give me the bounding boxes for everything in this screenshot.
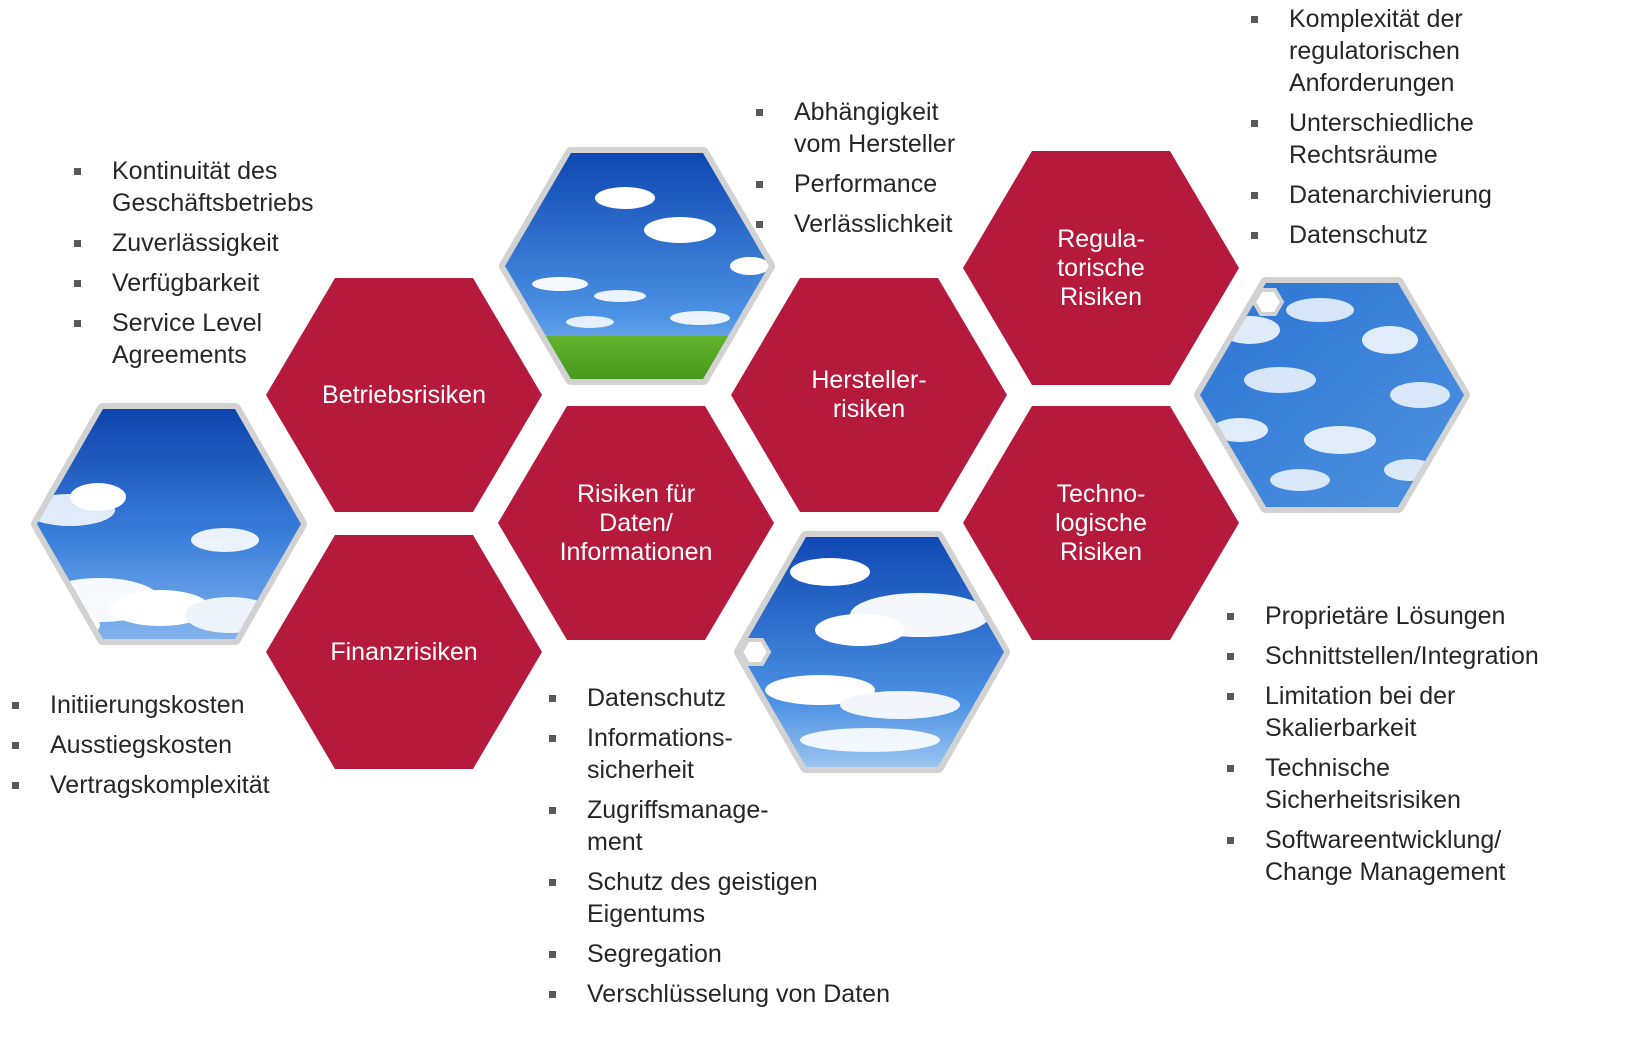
- list-item: Ausstiegskosten: [4, 729, 304, 761]
- list-item: Datenarchivierung: [1243, 179, 1543, 211]
- list-item: Komplexität der regulatorischen Anforder…: [1243, 3, 1543, 99]
- list-herstellerrisiken: Abhängigkeit vom Hersteller Performance …: [748, 96, 1008, 248]
- list-item: Performance: [748, 168, 1008, 200]
- hexagon-label-technologisch: Techno- logische Risiken: [1055, 479, 1147, 566]
- hexagon-label-finanzrisiken: Finanzrisiken: [330, 637, 478, 666]
- list-item: Schnittstellen/Integration: [1219, 640, 1629, 672]
- list-finanzrisiken: Initiierungskosten Ausstiegskosten Vertr…: [4, 689, 304, 809]
- list-item: Vertragskomplexität: [4, 769, 304, 801]
- hexagon-label-daten: Risiken für Daten/ Informationen: [559, 479, 713, 566]
- list-item: Zuverlässigkeit: [66, 227, 366, 259]
- list-item: Kontinuität des Geschäftsbetriebs: [66, 155, 366, 219]
- hexagon-regulatorisch: [963, 151, 1239, 385]
- hexagon-label-hersteller: Hersteller- risiken: [811, 366, 927, 423]
- list-betriebsrisiken: Kontinuität des Geschäftsbetriebs Zuverl…: [66, 155, 366, 379]
- hexagon-label-regulatorisch: Regula- torische Risiken: [1057, 224, 1145, 311]
- hexagon-betriebsrisiken: [266, 278, 542, 512]
- sky-clouds-photo: [1194, 277, 1470, 513]
- list-item: Unterschiedliche Rechtsräume: [1243, 107, 1543, 171]
- list-risiken-daten: Datenschutz Informations- sicherheit Zug…: [541, 682, 941, 1018]
- list-item: Zugriffsmanage- ment: [541, 794, 941, 858]
- list-item: Datenschutz: [1243, 219, 1543, 251]
- hexagon-technologisch: [963, 406, 1239, 640]
- hexagon-label-betriebsrisiken: Betriebsrisiken: [322, 380, 486, 409]
- list-item: Proprietäre Lösungen: [1219, 600, 1629, 632]
- hexagon-daten: [498, 406, 774, 640]
- list-item: Datenschutz: [541, 682, 941, 714]
- list-item: Limitation bei der Skalierbarkeit: [1219, 680, 1629, 744]
- sky-clouds-photo: [734, 531, 1010, 773]
- sky-meadow-photo: [499, 147, 775, 385]
- list-item: Verlässlichkeit: [748, 208, 1008, 240]
- list-item: Service Level Agreements: [66, 307, 366, 371]
- list-item: Softwareentwicklung/ Change Management: [1219, 824, 1629, 888]
- list-item: Schutz des geistigen Eigentums: [541, 866, 941, 930]
- list-item: Verschlüsselung von Daten: [541, 978, 941, 1010]
- list-item: Technische Sicherheitsrisiken: [1219, 752, 1629, 816]
- list-regulatorische-risiken: Komplexität der regulatorischen Anforder…: [1243, 3, 1543, 259]
- list-item: Verfügbarkeit: [66, 267, 366, 299]
- list-item: Segregation: [541, 938, 941, 970]
- list-item: Initiierungskosten: [4, 689, 304, 721]
- sky-clouds-photo: [31, 403, 307, 645]
- hexagon-hersteller: [731, 278, 1007, 512]
- list-item: Informations- sicherheit: [541, 722, 941, 786]
- list-item: Abhängigkeit vom Hersteller: [748, 96, 1008, 160]
- hexagon-finanzrisiken: [266, 535, 542, 769]
- list-technologische-risiken: Proprietäre Lösungen Schnittstellen/Inte…: [1219, 600, 1629, 896]
